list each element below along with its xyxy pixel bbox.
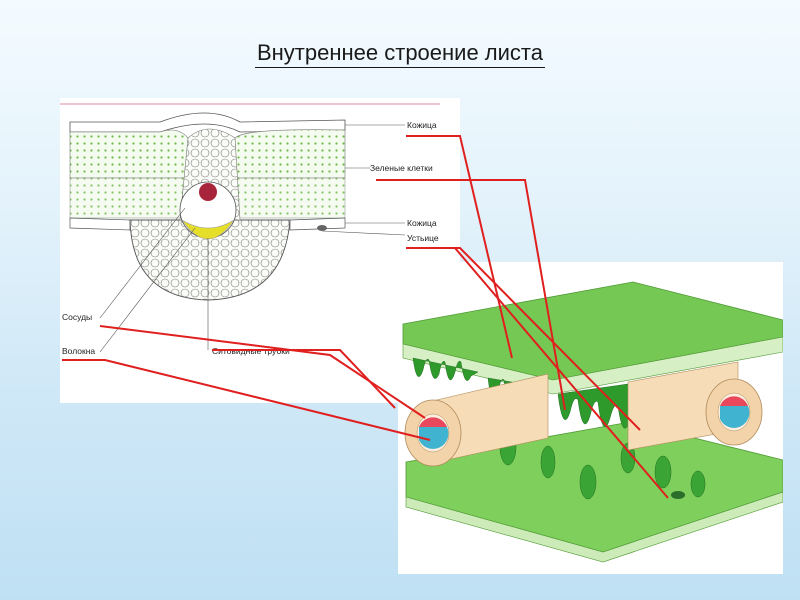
leaf-3d-drawing [402, 281, 783, 563]
pointer-stoma [406, 247, 669, 499]
pointer-vessels [99, 325, 426, 419]
label-green-cells: Зеленые клетки [370, 163, 433, 173]
leaf-cross-section-diagram: Кожица Зеленые клетки Кожица Устьице Сос… [60, 98, 460, 403]
label-fibers: Волокна [62, 346, 95, 356]
leaf-3d-illustration [398, 262, 783, 574]
slide-title-text: Внутреннее строение листа [254, 40, 545, 68]
label-skin-bottom: Кожица [407, 218, 437, 228]
pointer-green-cells [376, 179, 566, 411]
pointer-skin-bottom [406, 247, 641, 431]
label-skin-top: Кожица [407, 120, 437, 130]
pointer-sieve-tubes [212, 349, 396, 409]
label-vessels: Сосуды [62, 312, 92, 322]
label-stoma: Устьице [407, 233, 439, 243]
pointer-fibers [62, 359, 431, 441]
slide-title: Внутреннее строение листа [0, 40, 800, 68]
cross-section-drawing: Кожица Зеленые клетки Кожица Устьице Сос… [60, 103, 440, 356]
